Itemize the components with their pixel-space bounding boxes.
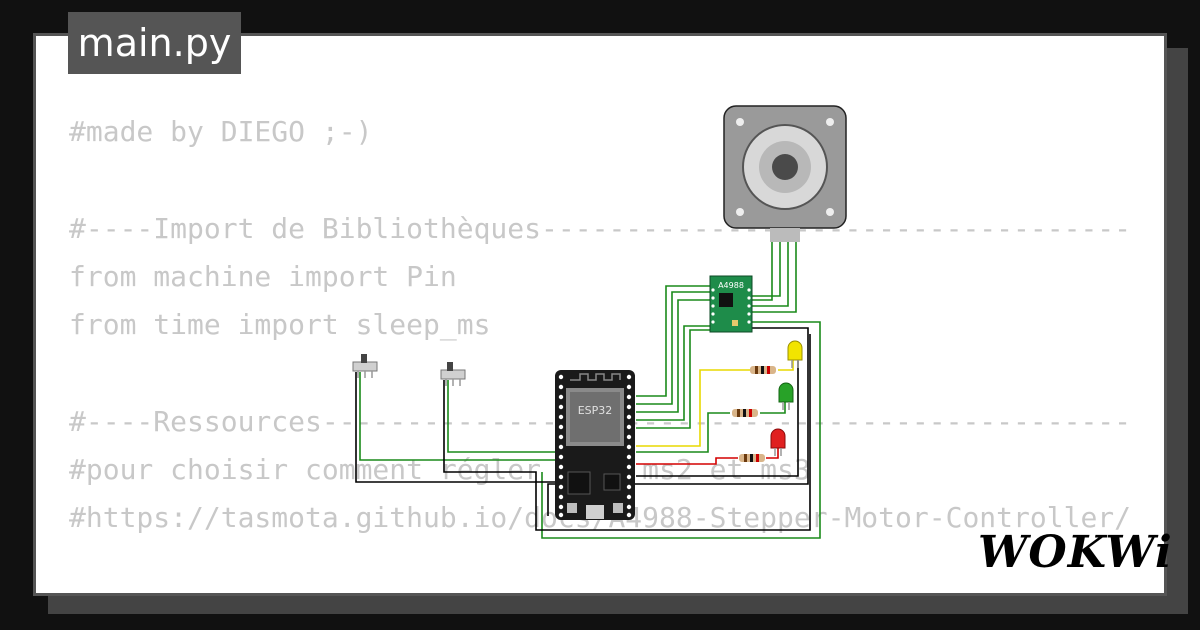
wire-led-red-end <box>766 448 779 459</box>
wire-led-green <box>636 412 730 453</box>
wire-dir <box>636 291 710 405</box>
wire-ms3 <box>636 329 710 429</box>
code-line: #made by DIEGO ;-) <box>69 115 373 148</box>
wire-vmot <box>541 321 821 539</box>
wire-ms1 <box>636 299 710 413</box>
esp32-board[interactable]: ESP32 <box>555 370 635 520</box>
wire-switch-2-gnd <box>443 334 811 531</box>
wire-motor-3 <box>752 230 789 307</box>
wire-switch-1-gnd <box>355 372 560 483</box>
wire-step <box>636 285 710 397</box>
file-tab-label: main.py <box>77 21 232 65</box>
a4988-driver[interactable]: A4988 <box>709 275 753 333</box>
code-line: from machine import Pin <box>69 259 457 293</box>
wire-motor-4 <box>752 230 797 313</box>
wokwi-logo: WOKWi <box>978 527 1172 579</box>
led-yellow[interactable] <box>787 340 803 368</box>
wire-switch-2 <box>447 380 560 453</box>
esp32-label: ESP32 <box>578 404 613 417</box>
wire-motor-1 <box>752 230 773 301</box>
led-green[interactable] <box>778 382 794 410</box>
driver-label: A4988 <box>718 281 744 290</box>
wire-led-green-end <box>760 402 786 414</box>
slide-switch-1[interactable] <box>352 354 378 378</box>
wokwi-logo-text: WOKWi <box>978 527 1173 578</box>
wire-ms2 <box>636 325 710 421</box>
wire-motor-2 <box>752 230 781 297</box>
resistor-green-led[interactable] <box>732 409 758 417</box>
preview-card: #made by DIEGO ;-) #----Import de Biblio… <box>33 33 1167 596</box>
wire-led-yellow <box>636 369 750 447</box>
resistor-yellow-led[interactable] <box>750 366 776 374</box>
wire-gnd-driver <box>547 327 809 516</box>
slide-switch-2[interactable] <box>440 362 466 386</box>
wire-led-yellow-end <box>778 360 794 371</box>
resistor-red-led[interactable] <box>739 454 765 462</box>
wire-switch-1 <box>359 372 560 461</box>
code-line: from time import sleep_ms <box>69 308 491 342</box>
stepper-motor[interactable] <box>723 105 847 242</box>
wire-gnd-leds <box>636 344 799 477</box>
led-red[interactable] <box>770 428 786 456</box>
wires <box>355 230 821 539</box>
file-tab[interactable]: main.py <box>68 12 241 74</box>
wire-led-red <box>636 457 738 465</box>
